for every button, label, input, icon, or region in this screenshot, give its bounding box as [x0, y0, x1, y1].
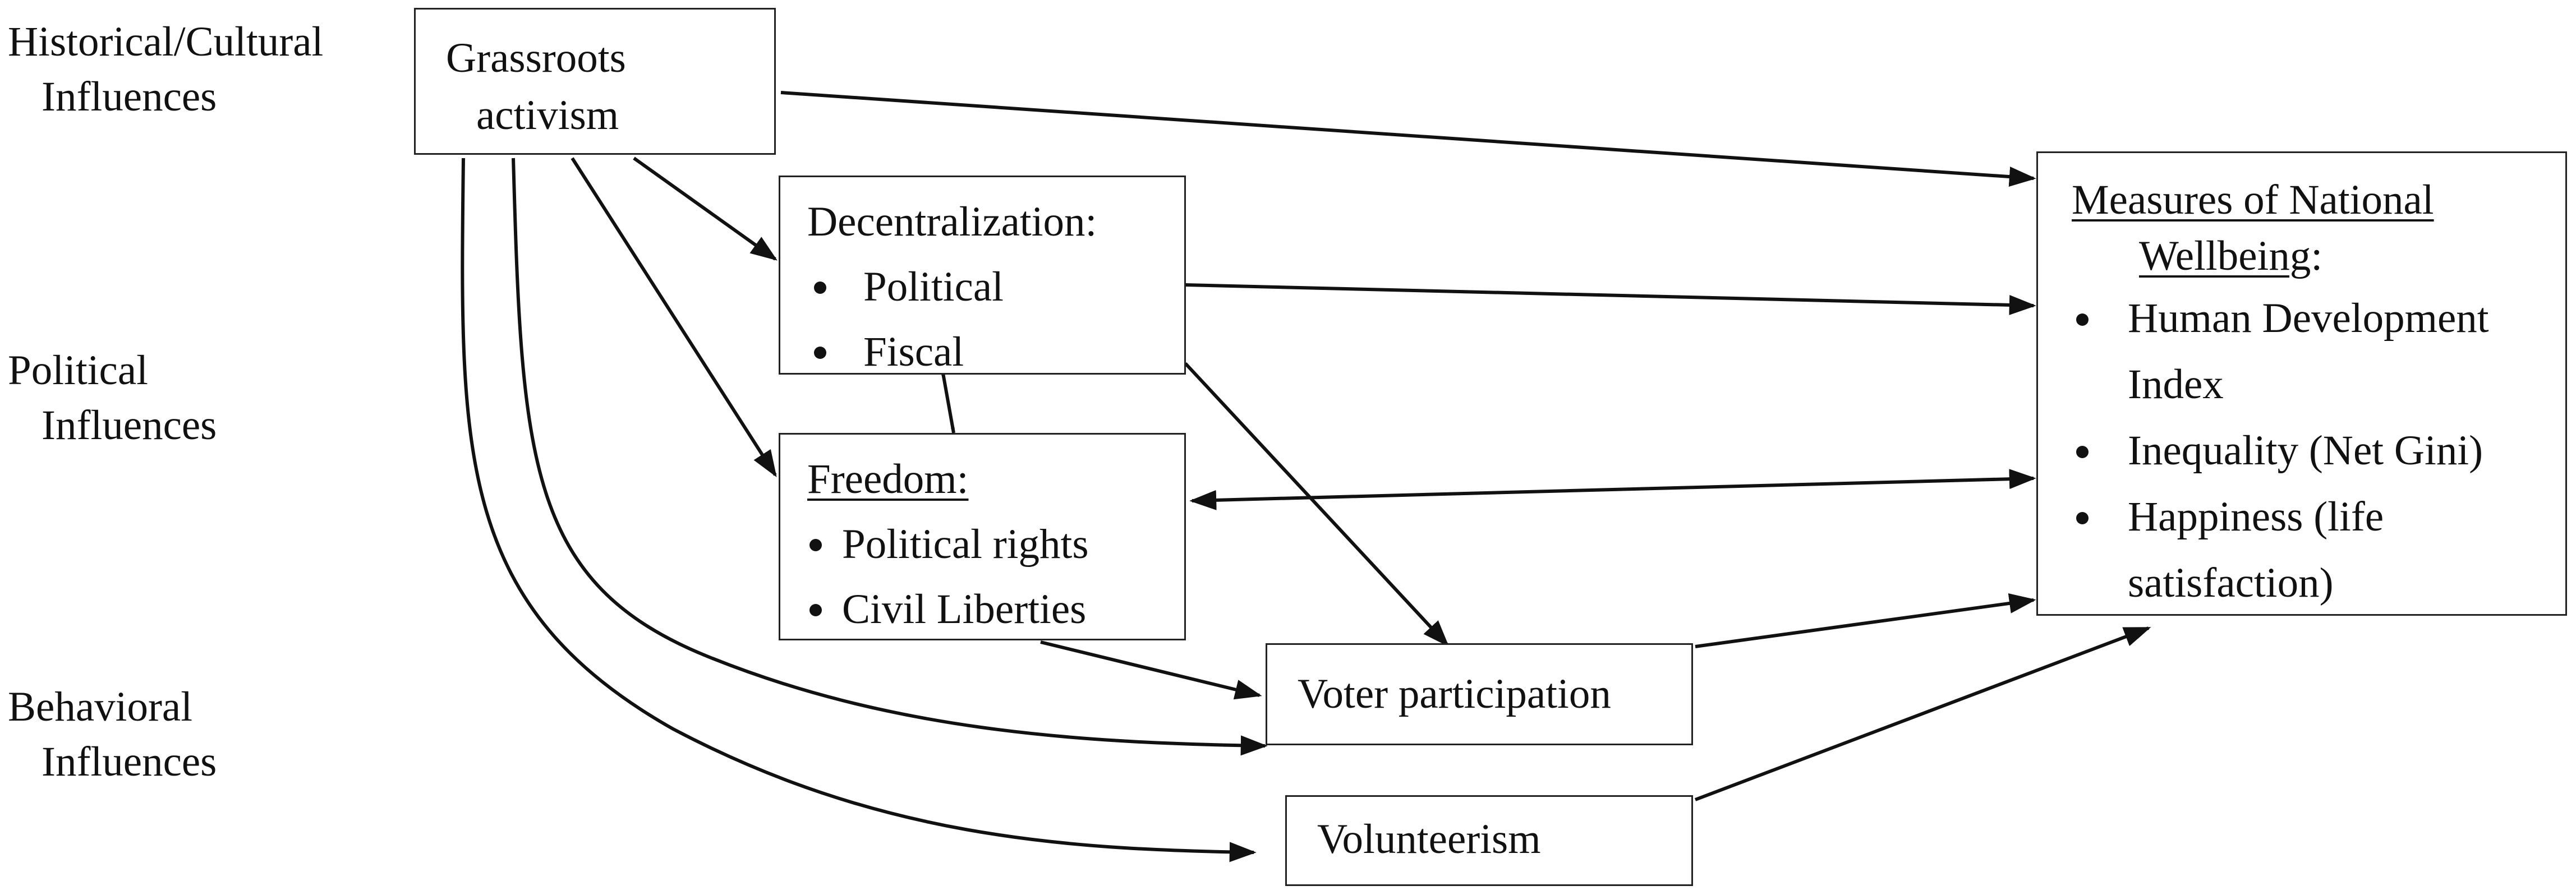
node-voter-participation: Voter participation: [1266, 643, 1693, 745]
node-title-line: Measures of National: [2072, 177, 2434, 223]
list-item-label: Fiscal: [863, 329, 964, 375]
node-title: Freedom:: [807, 456, 969, 502]
node-title: Measures of National: [2072, 172, 2565, 228]
list-item: Happiness (life satisfaction): [2072, 484, 2565, 616]
edge-grassroots-to-voter: [512, 158, 1268, 756]
edge-voter-to-wellbeing: [1695, 593, 2036, 648]
row-label-line: Influences: [42, 402, 217, 449]
list-item-label: Index: [2128, 361, 2224, 408]
edge-grassroots-to-wellbeing: [780, 91, 2036, 187]
list-item: Human Development Index: [2072, 285, 2565, 418]
list-item-label: satisfaction): [2128, 560, 2334, 606]
list-item-label: Inequality (Net Gini): [2128, 427, 2483, 474]
edge-volunteerism-to-wellbeing: [1694, 626, 2151, 801]
edge-decentralization-to-voter: [1184, 362, 1450, 647]
edge-decentralization-freedom-bidirectional: [941, 370, 955, 433]
node-decentralization: Decentralization: Political Fiscal: [779, 176, 1186, 375]
row-label-line: Influences: [42, 73, 217, 120]
edge-grassroots-to-decentralization: [633, 156, 778, 261]
decentralization-list: Political Fiscal: [807, 255, 1184, 385]
row-label-line: Political: [8, 347, 148, 394]
row-label-behavioral: Behavioral Influences: [8, 680, 217, 790]
row-label-line: Historical/Cultural: [8, 19, 324, 65]
list-item: Civil Liberties: [807, 577, 1184, 642]
node-national-wellbeing: Measures of National Wellbeing: Human De…: [2036, 151, 2567, 616]
node-label: Voter participation: [1298, 671, 1611, 717]
node-title: Decentralization:: [807, 199, 1097, 245]
row-label-line: Influences: [42, 739, 217, 785]
node-label-line: Grassroots: [446, 35, 626, 81]
node-grassroots-activism: Grassroots activism: [414, 8, 776, 155]
list-item-label: Political rights: [842, 521, 1089, 568]
list-item-label: Human Development: [2128, 295, 2489, 342]
node-freedom: Freedom: Political rights Civil Libertie…: [779, 433, 1186, 640]
edge-grassroots-to-freedom: [571, 157, 777, 478]
node-title-line: Wellbeing: [2139, 233, 2311, 279]
row-label-political: Political Influences: [8, 343, 217, 453]
row-label-historical: Historical/Cultural Influences: [8, 15, 323, 124]
edge-freedom-wellbeing-bidirectional: [1189, 469, 2036, 510]
edge-grassroots-to-volunteerism: [461, 158, 1257, 862]
node-volunteerism: Volunteerism: [1285, 795, 1693, 886]
node-title-suffix: :: [2311, 233, 2323, 279]
edge-freedom-to-voter: [1040, 640, 1262, 700]
list-item-label: Civil Liberties: [842, 586, 1087, 633]
row-label-line: Behavioral: [8, 684, 193, 730]
list-item-label: Happiness (life: [2128, 493, 2384, 540]
list-item-label: Political: [863, 264, 1004, 310]
node-title: Wellbeing:: [2072, 228, 2565, 284]
node-label: Volunteerism: [1317, 816, 1541, 862]
freedom-list: Political rights Civil Liberties: [807, 512, 1184, 642]
wellbeing-list: Human Development Index Inequality (Net …: [2072, 285, 2565, 616]
edge-decentralization-to-wellbeing: [1185, 283, 2036, 315]
list-item: Political: [807, 255, 1184, 320]
list-item: Inequality (Net Gini): [2072, 418, 2565, 484]
list-item: Political rights: [807, 512, 1184, 577]
node-label-line: activism: [476, 92, 619, 139]
list-item: Fiscal: [807, 320, 1184, 385]
